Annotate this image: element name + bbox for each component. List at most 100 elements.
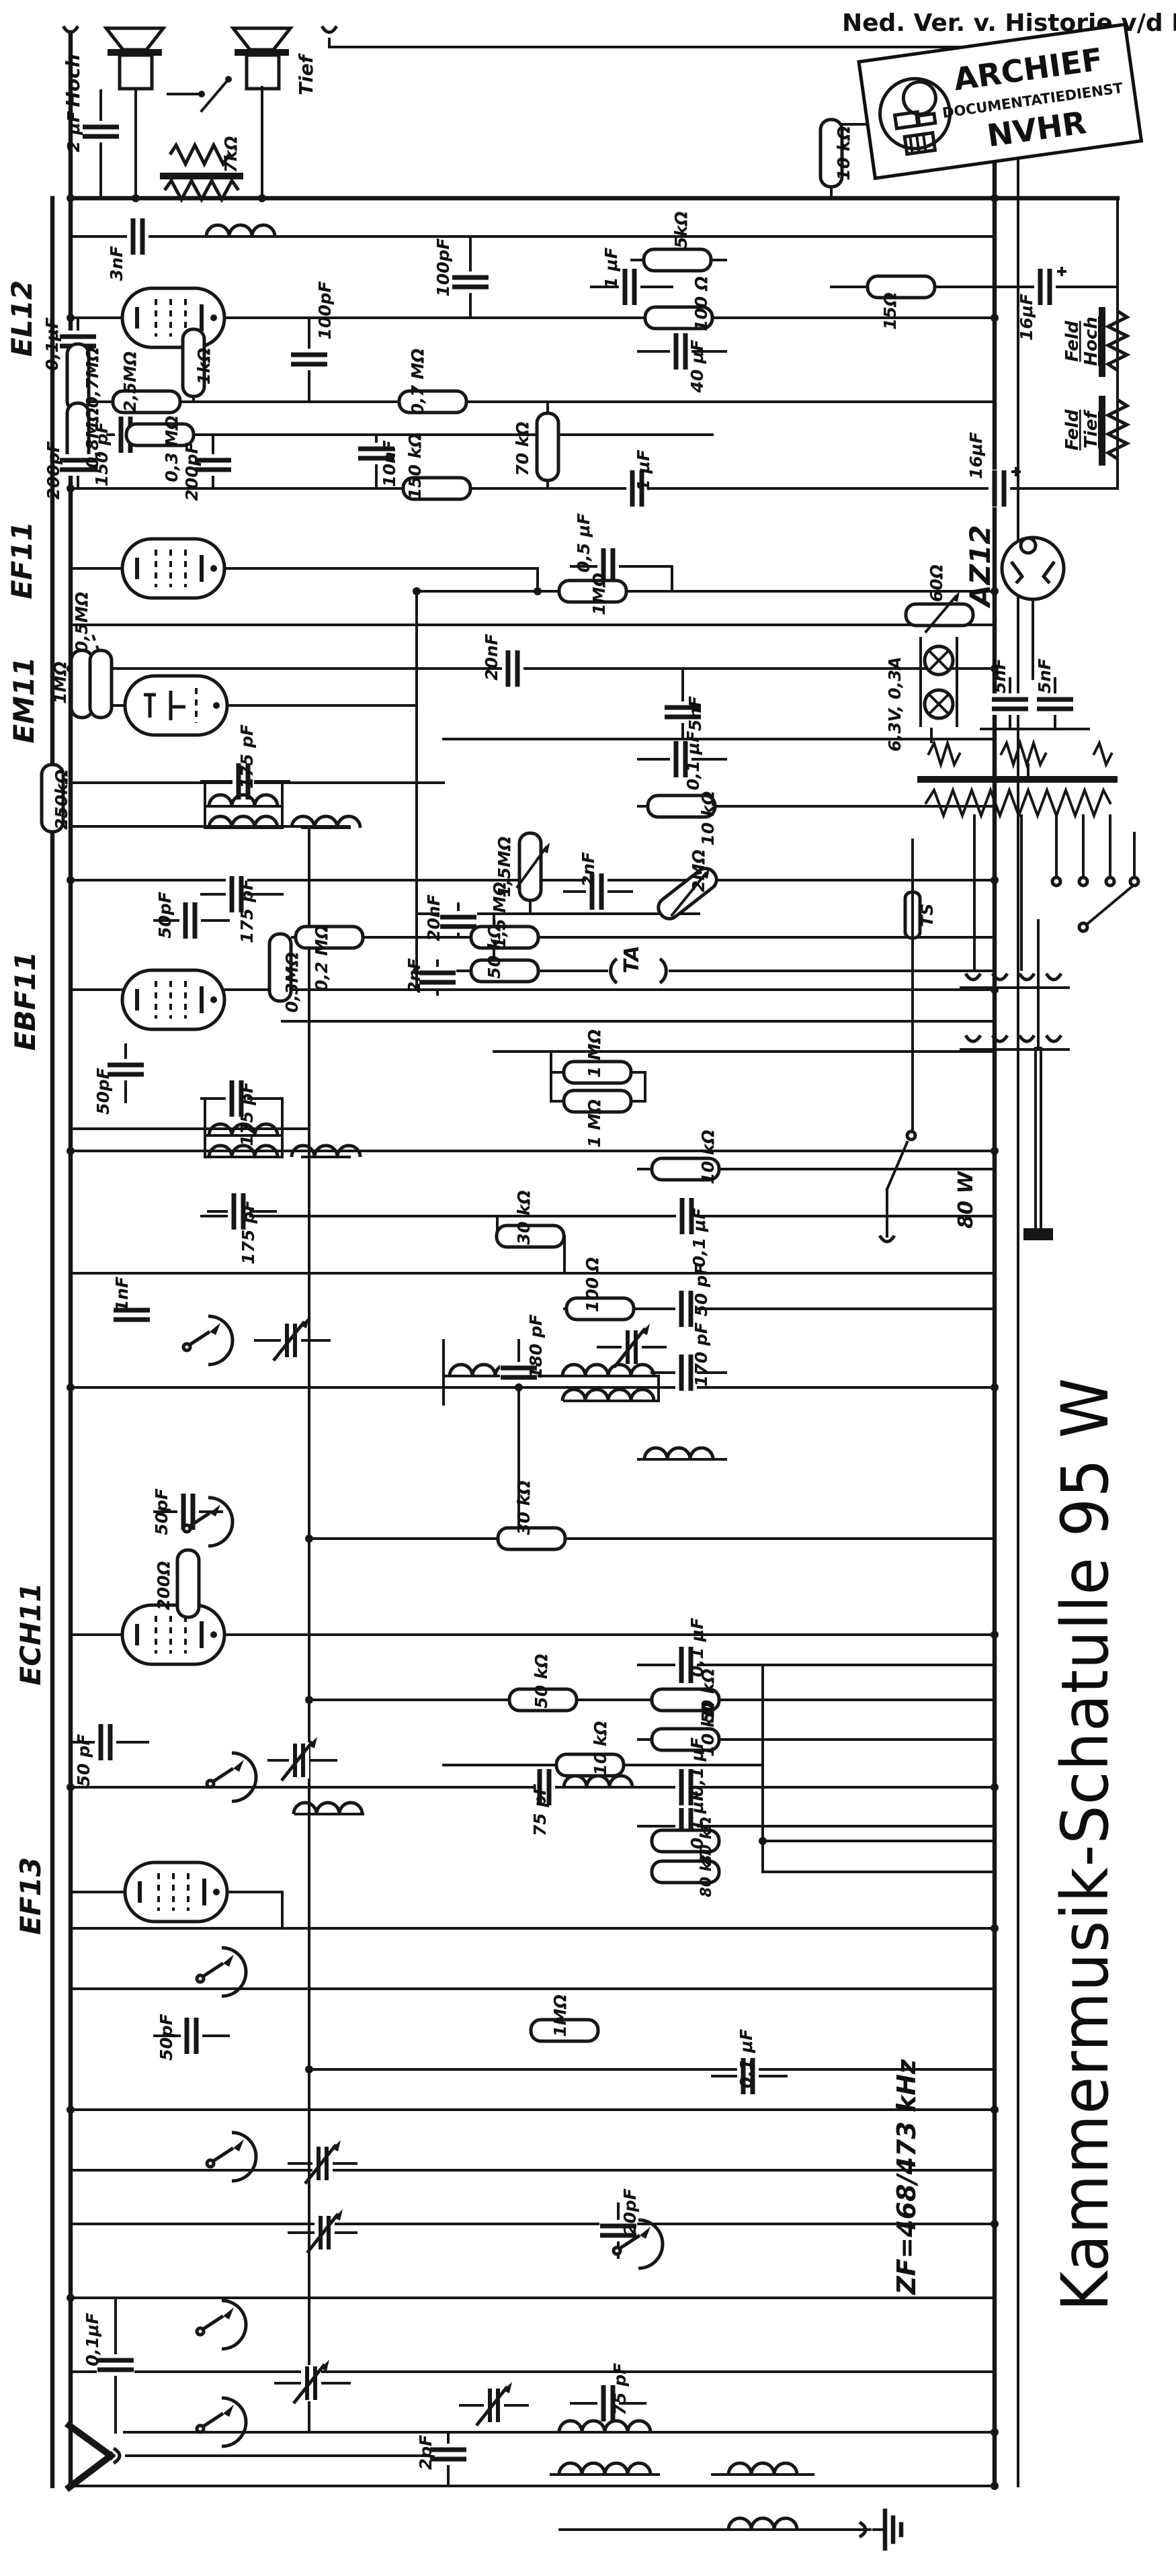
field-coil-label: Tief <box>1081 409 1101 449</box>
tube-el12 <box>122 288 224 347</box>
component-value-label: 0,7MΩ <box>83 347 102 408</box>
component-value-label: 100pF <box>315 281 335 339</box>
if-frequency-note: ZF=468/473 kHz <box>892 2059 921 2295</box>
speaker-label-tief: Tief <box>295 52 317 95</box>
component-value-label: 1 μF <box>634 449 653 491</box>
terminal-hook-icon <box>63 26 78 32</box>
component-value-label: 1MΩ <box>550 1994 570 2037</box>
component-value-label: 1 MΩ <box>585 1099 604 1148</box>
component-value-label: 1 μF <box>601 247 621 289</box>
power-rating-note: 80 W <box>954 1170 978 1228</box>
component-value-label: 1,5MΩ <box>495 836 514 897</box>
component-value-label: 30 kΩ <box>514 1190 534 1244</box>
component-value-label: 50pF <box>152 1488 171 1535</box>
component-value-label: 50pF <box>157 2014 176 2061</box>
component-value-label: 2nF <box>579 852 598 887</box>
component-value-labels: 2 μF 3nF 7kΩ 100pF 0,1μF 0,7MΩ 2,5MΩ 1kΩ… <box>42 111 1054 2470</box>
component-value-label: 200pF <box>182 442 202 501</box>
component-value-label: 5nF <box>990 658 1009 693</box>
component-value-label: 10 kΩ <box>698 1702 718 1756</box>
component-value-label: 2MΩ <box>689 849 708 892</box>
component-value-label: 1MΩ <box>50 661 70 704</box>
component-value-label: 7kΩ <box>221 136 241 173</box>
component-value-label: 2nF <box>405 958 424 993</box>
component-value-label: 3nF <box>107 246 126 281</box>
component-value-label: 0,8MΩ <box>83 408 102 468</box>
tube-label-ech11: ECH11 <box>14 1582 47 1685</box>
component-value-label: 40 μF <box>687 340 707 394</box>
component-value-label: 0,1μF <box>83 2313 102 2366</box>
component-value-label: 1kΩ <box>194 347 214 384</box>
component-value-label: 10 kΩ <box>698 1129 718 1184</box>
speaker-switch <box>167 76 232 113</box>
component-value-label: 5kΩ <box>671 211 691 248</box>
component-value-label: 2,5MΩ <box>120 351 140 412</box>
component-value-label: 30 kΩ <box>514 1480 534 1535</box>
component-value-label: 0,1 μF <box>687 1790 707 1849</box>
ground-symbol <box>859 2508 904 2551</box>
component-value-label: 50 pF <box>74 1734 93 1787</box>
component-value-label: 5nF <box>1035 658 1054 693</box>
coil-symbol <box>206 225 275 237</box>
component-value-label: 16μF <box>966 432 986 479</box>
speaker-label-hoch: Hoch <box>62 54 84 107</box>
component-value-label: 100pF <box>433 238 453 296</box>
tube-label-ebf11: EBF11 <box>9 951 42 1051</box>
component-value-label: 200Ω <box>154 1561 173 1610</box>
component-value-label: 80 kΩ <box>698 1849 715 1897</box>
potentiometer-symbol <box>170 145 229 164</box>
junction-dots <box>67 194 999 2490</box>
component-value-label: 0,7 MΩ <box>408 348 427 415</box>
component-value-label: 15Ω <box>880 292 900 330</box>
component-value-label: 175 pF <box>239 1200 258 1264</box>
wiring <box>50 30 1138 2531</box>
component-value-label: 180 pF <box>526 1314 546 1379</box>
component-value-label: 10 kΩ <box>698 791 718 845</box>
component-value-label: 200pF <box>44 441 63 499</box>
tube-label-el12: EL12 <box>5 280 38 357</box>
component-value-label: 50 kΩ <box>532 1654 551 1708</box>
power-section <box>880 307 1140 1242</box>
tube-ef13 <box>125 1862 227 1922</box>
tube-az12 <box>1000 535 1066 601</box>
component-value-label: 50 kΩ <box>485 924 504 978</box>
component-value-label: 50 kΩ <box>698 1668 718 1723</box>
tube-em11 <box>125 676 227 735</box>
tube-ef11 <box>122 539 224 598</box>
component-value-label: 80 kΩ <box>698 1817 715 1865</box>
component-value-label: 6,3V, 0,3A <box>885 656 905 752</box>
component-value-label: 20nF <box>482 634 501 681</box>
speaker-hoch <box>102 26 167 91</box>
tube-label-ef11: EF11 <box>5 521 38 599</box>
schematic-title: Kammermusik-Schatulle 95 W <box>1048 1377 1123 2311</box>
component-value-label: 0,1 μF <box>687 1618 707 1677</box>
field-coil-label: Feld <box>1062 320 1083 361</box>
component-value-label: 1nF <box>112 1277 132 1312</box>
pilot-lamp-icon <box>925 646 953 675</box>
component-value-label: 2 μF <box>64 111 83 153</box>
component-value-label: 150 kΩ <box>405 433 425 500</box>
antenna-symbol <box>64 2421 120 2493</box>
component-value-label: 2pF <box>416 2435 435 2470</box>
tapped-resistor <box>160 173 243 204</box>
component-value-label: 0,3 MΩ <box>162 415 181 482</box>
component-value-label: 1 MΩ <box>585 1029 604 1078</box>
stamp-logo-icon <box>878 77 952 157</box>
tube-ech11 <box>122 1605 224 1664</box>
component-value-label: 50pF <box>155 892 175 939</box>
component-value-label: 75 pF <box>530 1784 550 1836</box>
tube-ebf11 <box>122 970 224 1029</box>
component-value-label: 0,1 μF <box>687 1737 707 1797</box>
component-value-label: 20nF <box>424 894 444 941</box>
component-value-label: 0,1 μF <box>683 731 703 790</box>
component-value-label: 20pF <box>620 2188 640 2235</box>
component-value-label: 0,1 μF <box>737 2029 756 2088</box>
component-value-label: 10 kΩ <box>834 126 853 180</box>
component-value-label: 0,2 MΩ <box>312 925 331 991</box>
component-value-label: 50pF <box>93 1068 113 1115</box>
components <box>42 120 1068 2530</box>
component-value-label: 5nF <box>685 696 705 731</box>
component-value-label: 0,3MΩ <box>282 952 302 1013</box>
component-value-label: 175 pF <box>237 724 257 789</box>
